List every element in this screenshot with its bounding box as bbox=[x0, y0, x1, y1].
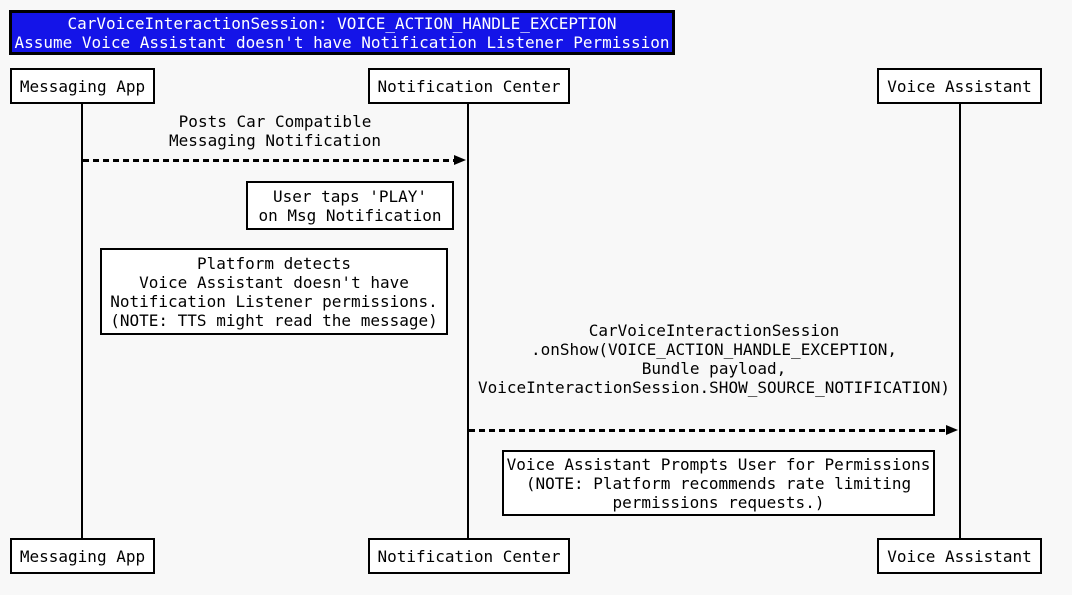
lifeline-notification-center bbox=[467, 104, 469, 538]
diagram-title-box: CarVoiceInteractionSession: VOICE_ACTION… bbox=[9, 10, 675, 55]
participant-messaging-app-top: Messaging App bbox=[10, 68, 155, 104]
message-1-arrowhead-icon bbox=[454, 155, 466, 165]
note-voice-assistant-prompts: Voice Assistant Prompts User for Permiss… bbox=[502, 450, 935, 516]
message-2-line-1: CarVoiceInteractionSession bbox=[588, 321, 840, 340]
participant-voice-assistant-top: Voice Assistant bbox=[877, 68, 1042, 104]
message-2-line-2: .onShow(VOICE_ACTION_HANDLE_EXCEPTION, bbox=[530, 340, 898, 359]
note-1-line-2: on Msg Notification bbox=[258, 205, 442, 225]
note-platform-detects: Platform detects Voice Assistant doesn't… bbox=[100, 248, 448, 335]
diagram-title-line-1: CarVoiceInteractionSession: VOICE_ACTION… bbox=[67, 13, 617, 33]
participant-label: Notification Center bbox=[377, 546, 561, 566]
lifeline-messaging-app bbox=[81, 104, 83, 538]
note-1-line-1: User taps 'PLAY' bbox=[272, 186, 428, 206]
note-3-line-3: permissions requests.) bbox=[612, 492, 825, 512]
note-3-line-2: (NOTE: Platform recommends rate limiting bbox=[525, 473, 912, 493]
note-2-line-4: (NOTE: TTS might read the message) bbox=[110, 310, 438, 330]
participant-label: Messaging App bbox=[19, 76, 146, 96]
participant-messaging-app-bottom: Messaging App bbox=[10, 538, 155, 574]
participant-notification-center-top: Notification Center bbox=[368, 68, 570, 104]
participant-notification-center-bottom: Notification Center bbox=[368, 538, 570, 574]
note-2-line-1: Platform detects bbox=[196, 253, 352, 273]
note-2-line-2: Voice Assistant doesn't have bbox=[139, 272, 409, 292]
note-2-line-3: Notification Listener permissions. bbox=[110, 291, 438, 311]
message-2-line-4: VoiceInteractionSession.SHOW_SOURCE_NOTI… bbox=[477, 378, 950, 397]
participant-label: Voice Assistant bbox=[887, 76, 1032, 96]
diagram-title-line-2: Assume Voice Assistant doesn't have Noti… bbox=[14, 32, 670, 52]
participant-label: Notification Center bbox=[377, 76, 561, 96]
participant-label: Messaging App bbox=[19, 546, 146, 566]
message-2-label: CarVoiceInteractionSession .onShow(VOICE… bbox=[468, 321, 960, 397]
lifeline-voice-assistant bbox=[959, 104, 961, 538]
participant-label: Voice Assistant bbox=[887, 546, 1032, 566]
message-1-line-2: Messaging Notification bbox=[169, 131, 381, 150]
message-1-label: Posts Car Compatible Messaging Notificat… bbox=[82, 112, 468, 150]
message-2-arrowhead-icon bbox=[946, 425, 958, 435]
note-user-taps-play: User taps 'PLAY' on Msg Notification bbox=[246, 181, 454, 230]
message-2-line-3: Bundle payload, bbox=[641, 359, 787, 378]
participant-voice-assistant-bottom: Voice Assistant bbox=[877, 538, 1042, 574]
note-3-line-1: Voice Assistant Prompts User for Permiss… bbox=[506, 454, 931, 474]
message-1-arrow-line bbox=[83, 159, 454, 162]
message-1-line-1: Posts Car Compatible bbox=[178, 112, 372, 131]
message-2-arrow-line bbox=[469, 429, 946, 432]
